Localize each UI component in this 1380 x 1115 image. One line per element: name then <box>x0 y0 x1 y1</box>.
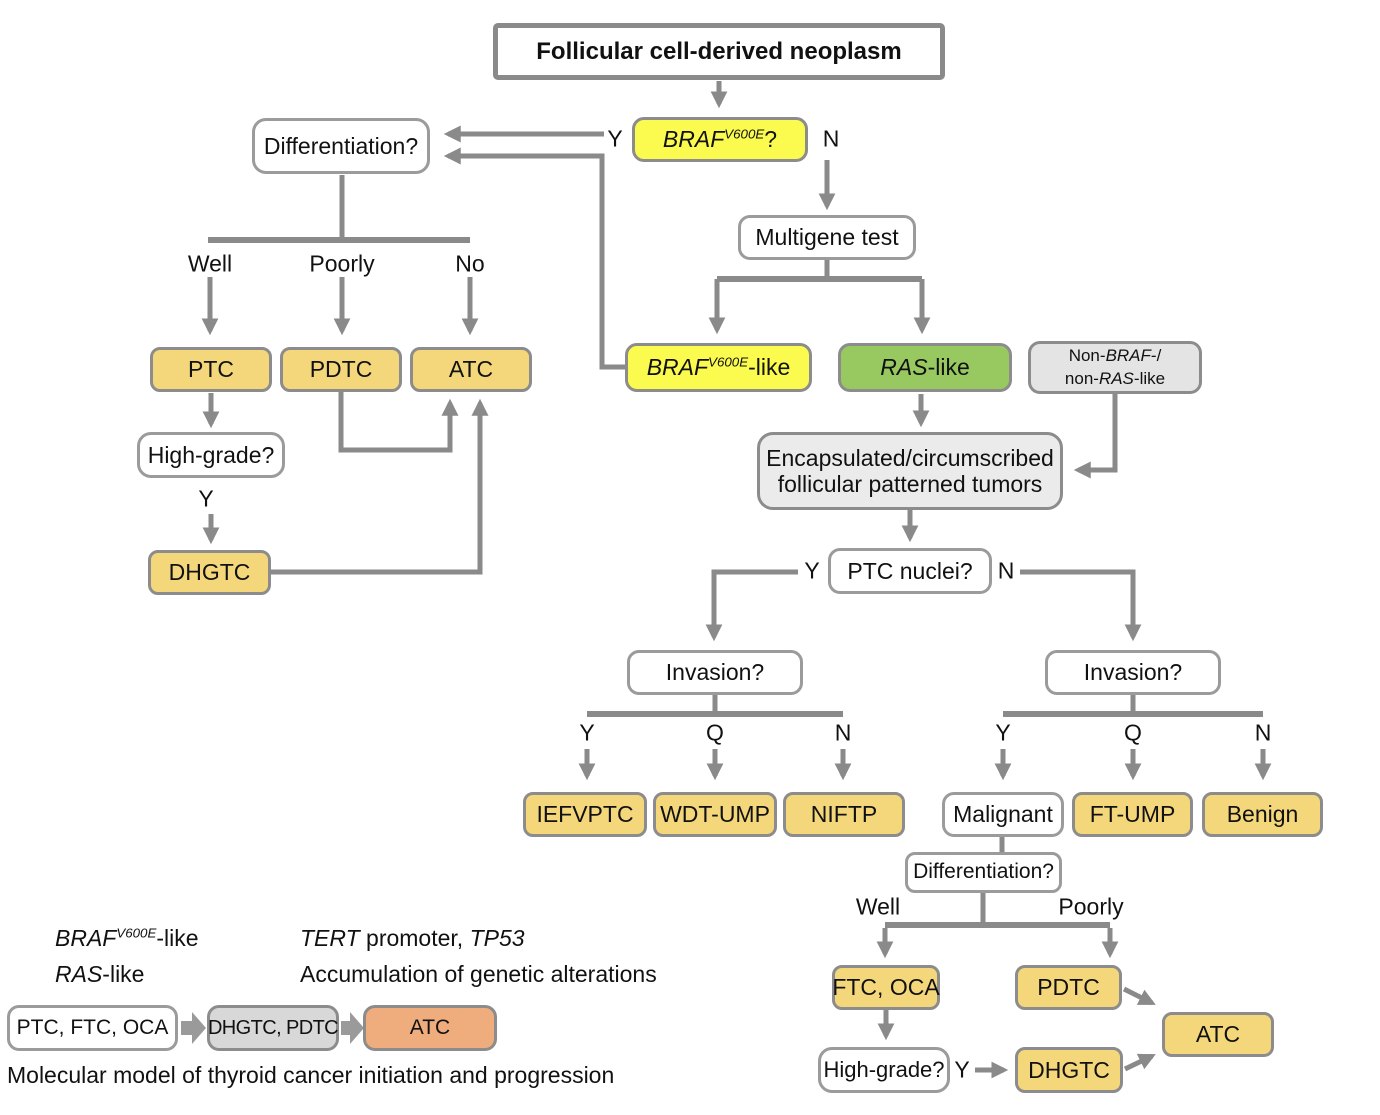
node-atc-top-label: ATC <box>448 356 494 383</box>
node-pdtc-bottom-label: PDTC <box>1037 974 1100 1001</box>
node-ptc-nuclei-label: PTC nuclei? <box>847 557 973 584</box>
node-multigene-test-label: Multigene test <box>755 224 899 251</box>
node-encapsulated-tumors: Encapsulated/circumscribed follicular pa… <box>757 432 1063 510</box>
node-benign-label: Benign <box>1226 801 1299 828</box>
edge-label-well-bottom: Well <box>855 893 901 920</box>
node-malignant: Malignant <box>942 792 1064 837</box>
annotation-accumulation: Accumulation of genetic alterations <box>300 961 657 987</box>
node-braf-v600e-like: BRAFV600E-like <box>625 343 812 392</box>
node-pdtc-top: PDTC <box>280 347 402 392</box>
model-stage-ptc-ftc-oca: PTC, FTC, OCA <box>7 1005 178 1051</box>
node-non-braf-non-ras: Non-BRAF-/ non-RAS-like <box>1028 341 1202 394</box>
node-follicular-neoplasm: Follicular cell-derived neoplasm <box>493 23 945 80</box>
node-encapsulated-line1: Encapsulated/circumscribed <box>766 444 1054 471</box>
node-invasion-left-label: Invasion? <box>665 659 765 686</box>
node-pdtc-bottom: PDTC <box>1015 965 1122 1010</box>
node-atc-bottom: ATC <box>1162 1012 1274 1057</box>
edge-pdtc-top-to-atc-top <box>338 392 459 453</box>
annotation-tert-tp53: TERT promoter, TP53 <box>300 925 525 951</box>
edge-label-invleft-yes: Y <box>579 719 595 746</box>
model-stage2-label: DHGTC, PDTC <box>207 1016 339 1039</box>
node-non-braf-line2: non-RAS-like <box>1064 368 1166 388</box>
node-differentiation-bottom: Differentiation? <box>905 852 1062 893</box>
node-dhgtc-bottom-label: DHGTC <box>1028 1056 1110 1083</box>
edge-dhgtc-top-to-atc-top <box>271 398 489 575</box>
node-differentiation-top-label: Differentiation? <box>263 132 419 159</box>
model-caption: Molecular model of thyroid cancer initia… <box>7 1062 615 1088</box>
edge-label-nuclei-yes: Y <box>804 557 820 584</box>
node-niftp-label: NIFTP <box>810 801 878 828</box>
model-stage-atc: ATC <box>363 1005 497 1051</box>
edge-nonbraf-to-encapsulated <box>1073 394 1118 479</box>
edge-label-highgrade-top-yes: Y <box>198 485 214 512</box>
node-non-braf-line1: Non-BRAF-/ <box>1068 346 1162 366</box>
node-braf-v600e-question: BRAFV600E? <box>632 117 808 162</box>
node-ptc-label: PTC <box>188 356 234 383</box>
edge-label-invleft-q: Q <box>706 719 724 746</box>
node-highgrade-bottom-label: High-grade? <box>823 1057 945 1083</box>
annotation-braf-like: BRAFV600E-like <box>55 925 199 951</box>
node-braf-v600e-like-label: BRAFV600E-like <box>646 354 791 381</box>
node-highgrade-top-label: High-grade? <box>147 441 275 468</box>
edge-label-invright-q: Q <box>1124 719 1142 746</box>
node-invasion-right-label: Invasion? <box>1083 659 1183 686</box>
node-dhgtc-bottom: DHGTC <box>1015 1047 1123 1093</box>
node-ptc-nuclei-question: PTC nuclei? <box>828 548 992 594</box>
edge-label-no-top: No <box>455 250 485 277</box>
node-ftc-oca: FTC, OCA <box>832 965 940 1010</box>
node-ras-like-label: RAS-like <box>880 354 970 381</box>
edge-label-invleft-no: N <box>834 719 852 746</box>
edge-label-braf-yes: Y <box>607 125 623 152</box>
node-differentiation-top: Differentiation? <box>252 118 430 174</box>
node-braf-v600e-question-label: BRAFV600E? <box>662 126 778 153</box>
node-wdt-ump-label: WDT-UMP <box>660 801 770 828</box>
block-arrow-stage1-stage2 <box>181 1012 206 1044</box>
model-stage-dhgtc-pdtc: DHGTC, PDTC <box>207 1005 339 1051</box>
node-iefvptc-label: IEFVPTC <box>536 801 634 828</box>
model-stage3-label: ATC <box>409 1015 451 1039</box>
node-highgrade-bottom: High-grade? <box>818 1047 950 1093</box>
model-stage1-label: PTC, FTC, OCA <box>16 1015 169 1039</box>
node-highgrade-top: High-grade? <box>137 432 285 478</box>
edge-braf-like-to-differentiation <box>443 147 625 370</box>
node-ftc-oca-label: FTC, OCA <box>832 974 940 1001</box>
node-wdt-ump: WDT-UMP <box>653 792 777 837</box>
node-niftp: NIFTP <box>783 792 905 837</box>
edge-label-poorly-bottom: Poorly <box>1058 893 1124 920</box>
edge-nuclei-yes-to-invasion <box>705 569 798 642</box>
edge-label-highgrade-bottom-yes: Y <box>954 1056 970 1083</box>
node-pdtc-top-label: PDTC <box>309 356 373 383</box>
edge-label-well-top: Well <box>187 250 233 277</box>
node-invasion-left: Invasion? <box>627 650 803 695</box>
node-atc-top: ATC <box>410 347 532 392</box>
node-dhgtc-top: DHGTC <box>148 550 271 595</box>
edge-dhgtc-to-atc <box>1123 1053 1156 1072</box>
edge-pdtc-to-atc <box>1122 986 1156 1006</box>
node-ft-ump-label: FT-UMP <box>1089 801 1176 828</box>
edge-label-invright-no: N <box>1254 719 1272 746</box>
edge-nuclei-no-to-invasion <box>1020 569 1142 642</box>
node-ras-like: RAS-like <box>838 343 1012 392</box>
edge-label-nuclei-no: N <box>997 557 1015 584</box>
node-multigene-test: Multigene test <box>738 215 916 260</box>
node-ft-ump: FT-UMP <box>1072 792 1193 837</box>
edge-label-poorly-top: Poorly <box>309 250 375 277</box>
node-ptc: PTC <box>150 347 272 392</box>
node-dhgtc-top-label: DHGTC <box>168 559 251 586</box>
node-atc-bottom-label: ATC <box>1195 1021 1241 1048</box>
node-malignant-label: Malignant <box>953 801 1053 828</box>
edge-label-invright-yes: Y <box>995 719 1011 746</box>
node-benign: Benign <box>1202 792 1323 837</box>
edge-label-braf-no: N <box>822 125 840 152</box>
node-iefvptc: IEFVPTC <box>523 792 647 837</box>
node-differentiation-bottom-label: Differentiation? <box>913 860 1054 884</box>
block-arrow-stage2-stage3 <box>341 1012 364 1044</box>
node-invasion-right: Invasion? <box>1045 650 1221 695</box>
node-follicular-neoplasm-label: Follicular cell-derived neoplasm <box>536 37 902 65</box>
annotation-ras-like: RAS-like <box>55 961 145 987</box>
node-encapsulated-line2: follicular patterned tumors <box>777 471 1043 497</box>
